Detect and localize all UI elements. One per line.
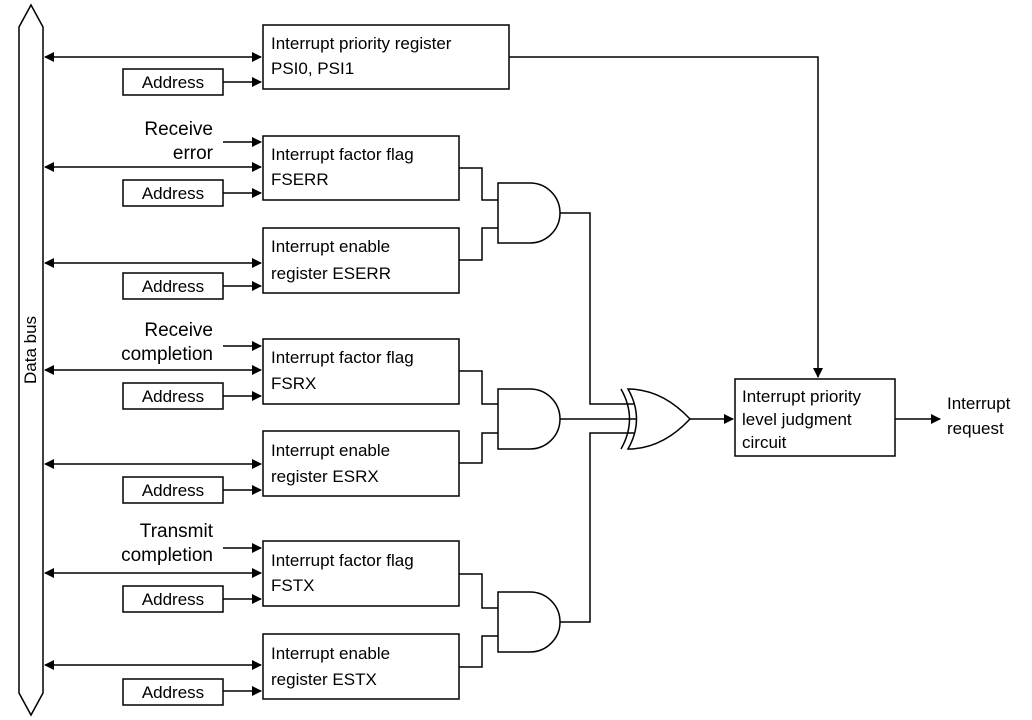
address-label-fsrx: Address	[142, 387, 204, 406]
eserr-line1: Interrupt enable	[271, 237, 390, 256]
or-gate	[626, 388, 692, 450]
fstx-box	[262, 540, 460, 607]
fsrx-box	[262, 338, 460, 405]
fsrx-line2: FSRX	[271, 374, 316, 393]
priority-register-line2: PSI0, PSI1	[271, 59, 354, 78]
estx-line1: Interrupt enable	[271, 644, 390, 663]
esrx-box	[262, 430, 460, 497]
address-box-fsrx	[122, 382, 224, 410]
fsrx-line1: Interrupt factor flag	[271, 348, 414, 367]
fstx-line2: FSTX	[271, 576, 314, 595]
wire-and-tx-or	[560, 432, 636, 623]
transmit-completion-label-2: completion	[121, 545, 213, 566]
judgment-line2: level judgment	[742, 410, 852, 429]
address-label-fstx: Address	[142, 590, 204, 609]
wire-eserr-and	[459, 227, 498, 261]
eserr-box	[262, 227, 460, 294]
estx-box	[262, 633, 460, 700]
estx-line2: register ESTX	[271, 670, 377, 689]
address-label-estx: Address	[142, 683, 204, 702]
address-label-esrx: Address	[142, 481, 204, 500]
or-gate-back-line	[620, 388, 631, 450]
wire-fstx-and	[459, 573, 498, 609]
address-box-fstx	[122, 585, 224, 613]
data-bus	[18, 3, 44, 717]
address-label-priority: Address	[142, 73, 204, 92]
judgment-line3: circuit	[742, 433, 787, 452]
fserr-line1: Interrupt factor flag	[271, 145, 414, 164]
address-box-estx	[122, 678, 224, 706]
address-label-fserr: Address	[142, 184, 204, 203]
address-box-esrx	[122, 476, 224, 504]
wire-fsrx-and	[459, 370, 498, 405]
interrupt-request-line1: Interrupt	[947, 394, 1011, 413]
judgment-line1: Interrupt priority	[742, 387, 862, 406]
receive-error-label-1: Receive	[144, 119, 213, 140]
address-box-eserr	[122, 272, 224, 300]
priority-register-line1: Interrupt priority register	[271, 34, 452, 53]
interrupt-request-line2: request	[947, 419, 1004, 438]
wire-fserr-and	[459, 167, 498, 201]
esrx-line1: Interrupt enable	[271, 441, 390, 460]
receive-completion-label-2: completion	[121, 344, 213, 365]
transmit-completion-label-1: Transmit	[140, 521, 214, 542]
wire-priority-judgment	[509, 56, 823, 378]
priority-register-block: Interrupt priority register PSI0, PSI1	[262, 24, 510, 90]
wire-estx-and	[459, 635, 498, 668]
and-gate-error	[497, 182, 561, 244]
wire-and-error-or	[560, 212, 636, 405]
and-gate-tx	[497, 591, 561, 653]
fserr-box	[262, 135, 460, 201]
judgment-circuit-box	[734, 378, 896, 457]
receive-completion-label-1: Receive	[144, 320, 213, 341]
eserr-line2: register ESERR	[271, 264, 391, 283]
fserr-line2: FSERR	[271, 170, 329, 189]
address-label-eserr: Address	[142, 277, 204, 296]
and-gate-rx	[497, 388, 561, 450]
esrx-line2: register ESRX	[271, 467, 379, 486]
fstx-line1: Interrupt factor flag	[271, 551, 414, 570]
data-bus-label: Data bus	[21, 316, 40, 384]
wire-esrx-and	[459, 432, 498, 464]
receive-error-label-2: error	[173, 143, 214, 164]
